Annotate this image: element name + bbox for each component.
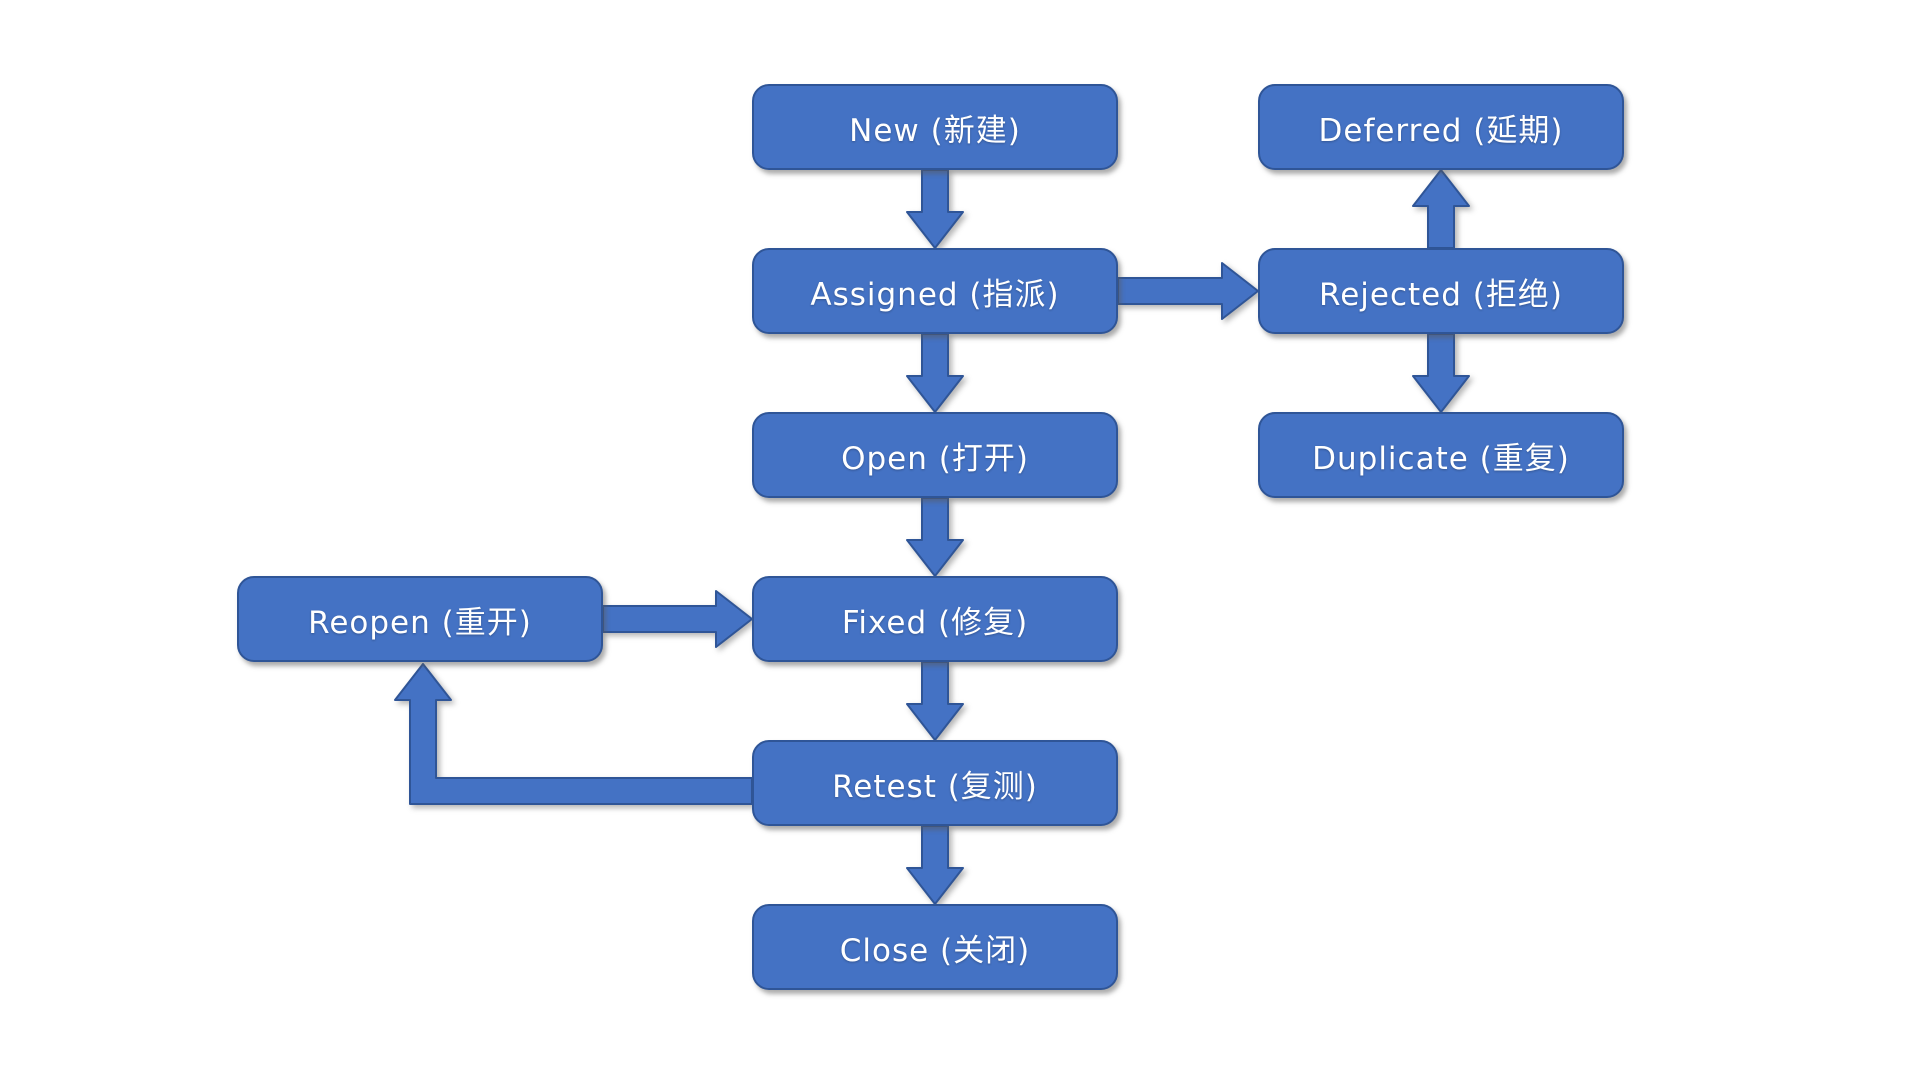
node-rejected-label: Rejected (拒绝) — [1319, 276, 1563, 313]
node-open: Open (打开) — [752, 412, 1118, 498]
node-open-label: Open (打开) — [841, 440, 1029, 477]
node-deferred: Deferred (延期) — [1258, 84, 1624, 170]
node-deferred-label: Deferred (延期) — [1318, 112, 1564, 149]
node-retest: Retest (复测) — [752, 740, 1118, 826]
node-new: New (新建) — [752, 84, 1118, 170]
arrow-retest-to-close — [906, 825, 964, 905]
node-assigned-label: Assigned (指派) — [810, 276, 1060, 313]
node-fixed-label: Fixed (修复) — [841, 604, 1029, 641]
node-fixed: Fixed (修复) — [752, 576, 1118, 662]
arrow-retest-to-reopen — [394, 663, 753, 805]
node-reopen: Reopen (重开) — [237, 576, 603, 662]
arrow-new-to-assigned — [906, 169, 964, 249]
arrow-assigned-to-rejected — [1117, 262, 1259, 320]
node-duplicate: Duplicate (重复) — [1258, 412, 1624, 498]
node-rejected: Rejected (拒绝) — [1258, 248, 1624, 334]
node-close-label: Close (关闭) — [839, 932, 1031, 969]
arrow-open-to-fixed — [906, 497, 964, 577]
node-new-label: New (新建) — [849, 112, 1021, 149]
node-retest-label: Retest (复测) — [832, 768, 1038, 805]
node-duplicate-label: Duplicate (重复) — [1312, 440, 1570, 477]
arrow-rejected-to-duplicate — [1412, 333, 1470, 413]
node-reopen-label: Reopen (重开) — [308, 604, 532, 641]
arrow-fixed-to-retest — [906, 661, 964, 741]
node-assigned: Assigned (指派) — [752, 248, 1118, 334]
node-close: Close (关闭) — [752, 904, 1118, 990]
arrow-reopen-to-fixed — [602, 590, 753, 648]
arrow-rejected-to-deferred — [1412, 169, 1470, 249]
arrow-assigned-to-open — [906, 333, 964, 413]
